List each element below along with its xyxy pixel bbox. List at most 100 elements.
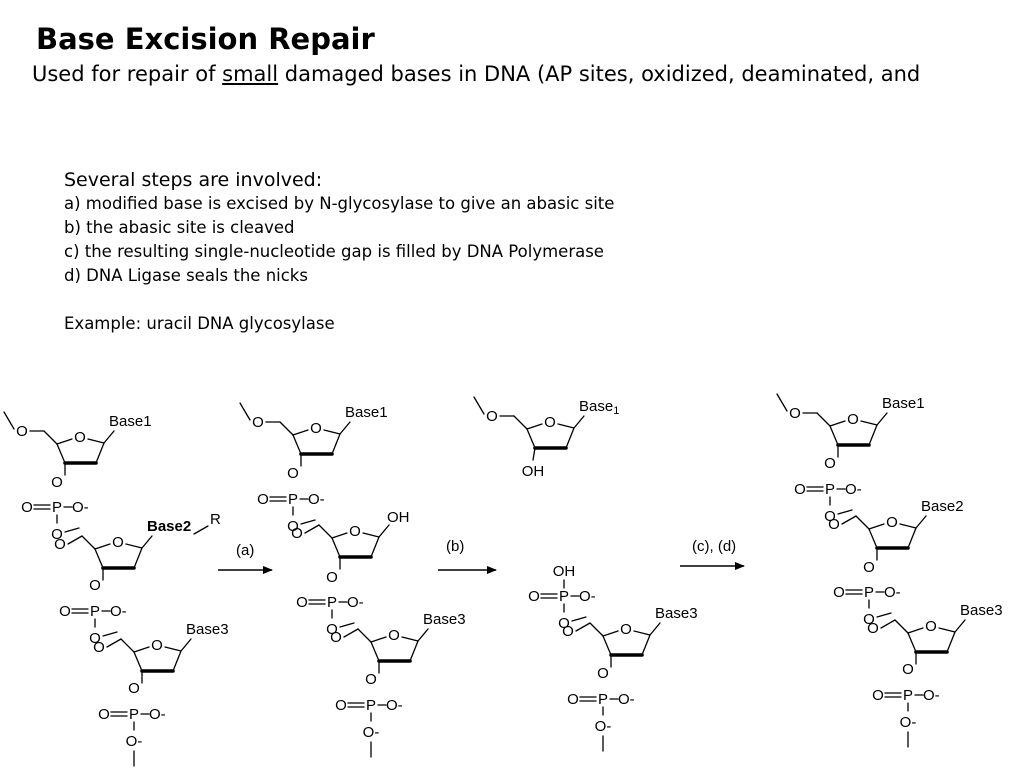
ring-oxygen-label: O: [74, 429, 86, 446]
oxygen-label: O: [252, 414, 264, 431]
bond-line: [141, 535, 153, 549]
oxygen-label: O: [794, 481, 806, 498]
bond-line: [855, 515, 870, 530]
bond-line: [43, 430, 58, 445]
bond-line: [103, 430, 115, 444]
bond-line: [323, 429, 341, 435]
oxygen-label: O: [128, 680, 140, 697]
bond-line: [239, 402, 251, 421]
phosphorus-label: P: [327, 594, 337, 611]
phosphorus-label: P: [864, 584, 874, 601]
phosphorus-label: P: [90, 603, 100, 620]
base1-label: Base1: [882, 395, 925, 412]
ring-oxygen-label: O: [620, 621, 632, 638]
oxygen-label: O: [824, 508, 836, 525]
bond-line: [331, 537, 341, 558]
bond-line: [67, 535, 83, 545]
step-b: b) the abasic site is cleaved: [64, 218, 295, 237]
bond-line: [573, 415, 585, 429]
subtitle-emphasis: small: [222, 62, 279, 86]
oxygen-label: O: [833, 584, 845, 601]
oxygen-label: O: [528, 588, 540, 605]
oxygen-label: O: [296, 594, 308, 611]
phosphorus-label: P: [825, 481, 835, 498]
base1-label: Base1: [109, 413, 152, 430]
bond-line: [816, 412, 831, 427]
oxygen-label: O: [54, 536, 66, 553]
bond-line: [339, 421, 351, 435]
ring-oxygen-label: O: [847, 411, 859, 428]
bond-line: [125, 543, 143, 549]
oxygen-label: O: [89, 630, 101, 647]
oxygen-label: O: [562, 623, 574, 640]
bond-line: [868, 523, 885, 530]
oxygen-anion-label: O-: [595, 718, 612, 735]
ring-oxygen-label: O: [886, 514, 898, 531]
base3-label: Base3: [960, 602, 1003, 619]
base3-label: Base3: [423, 611, 466, 628]
phosphorus-label: P: [52, 499, 62, 516]
bond-line: [339, 622, 355, 628]
bond-line: [417, 628, 429, 642]
bond-line: [279, 421, 294, 436]
bond-line: [899, 523, 917, 529]
bond-line: [133, 651, 143, 672]
oxygen-label: O: [59, 603, 71, 620]
substituent-r-label: R: [210, 511, 221, 528]
step-d: d) DNA Ligase seals the nicks: [64, 266, 308, 285]
oxygen-label: O: [828, 516, 840, 533]
oxygen-anion-label: O-: [618, 691, 635, 708]
bond-line: [357, 628, 372, 643]
bond-line: [401, 636, 419, 642]
bond-line: [776, 393, 788, 412]
bond-line: [343, 628, 359, 638]
oxygen-label: O: [51, 526, 63, 543]
oxygen-label: O: [872, 687, 884, 704]
hydroxyl-label: OH: [553, 563, 576, 580]
hydroxyl-label: OH: [522, 463, 545, 480]
example-line: Example: uracil DNA glycosylase: [64, 314, 335, 333]
bond-line: [180, 638, 192, 652]
phosphorus-label: P: [598, 691, 608, 708]
bond-line: [3, 411, 15, 430]
oxygen-anion-label: O-: [363, 724, 380, 741]
subtitle: Used for repair of small damaged bases i…: [32, 62, 920, 86]
oxygen-label: O: [365, 671, 377, 688]
oxygen-anion-label: O-: [347, 594, 364, 611]
bond-line: [575, 622, 591, 632]
bond-line: [56, 443, 66, 464]
bond-line: [409, 640, 419, 662]
bond-line: [602, 630, 619, 637]
bond-line: [829, 425, 839, 446]
bond-line: [907, 527, 917, 549]
base2-label: Base2: [147, 518, 191, 535]
base3-label: Base3: [186, 621, 229, 638]
arrow-a-label: (a): [236, 542, 254, 559]
oxygen-anion-label: O-: [308, 491, 325, 508]
bond-line: [641, 634, 651, 656]
page-title: Base Excision Repair: [36, 22, 375, 56]
bond-line: [602, 635, 612, 656]
oxygen-anion-label: O-: [72, 499, 89, 516]
base3-label: Base3: [655, 605, 698, 622]
bond-line: [946, 631, 956, 653]
bond-line: [860, 420, 878, 426]
bond-line: [633, 630, 651, 636]
bond-line: [907, 632, 917, 653]
bond-line: [94, 543, 111, 550]
bond-line: [557, 423, 575, 429]
bond-line: [868, 424, 878, 446]
ring-oxygen-label: O: [544, 414, 556, 431]
phosphorus-label: P: [559, 588, 569, 605]
oxygen-label: O: [291, 525, 303, 542]
reaction-arrows: (a) (b) (c), (d): [218, 538, 745, 574]
bond-line: [193, 525, 209, 535]
ring-oxygen-label: O: [112, 534, 124, 551]
bond-line: [331, 532, 348, 539]
bond-line: [370, 636, 387, 643]
oxygen-anion-label: O-: [149, 706, 166, 723]
oxygen-label: O: [597, 665, 609, 682]
ring-oxygen-label: O: [310, 420, 322, 437]
oxygen-label: O: [51, 474, 63, 491]
